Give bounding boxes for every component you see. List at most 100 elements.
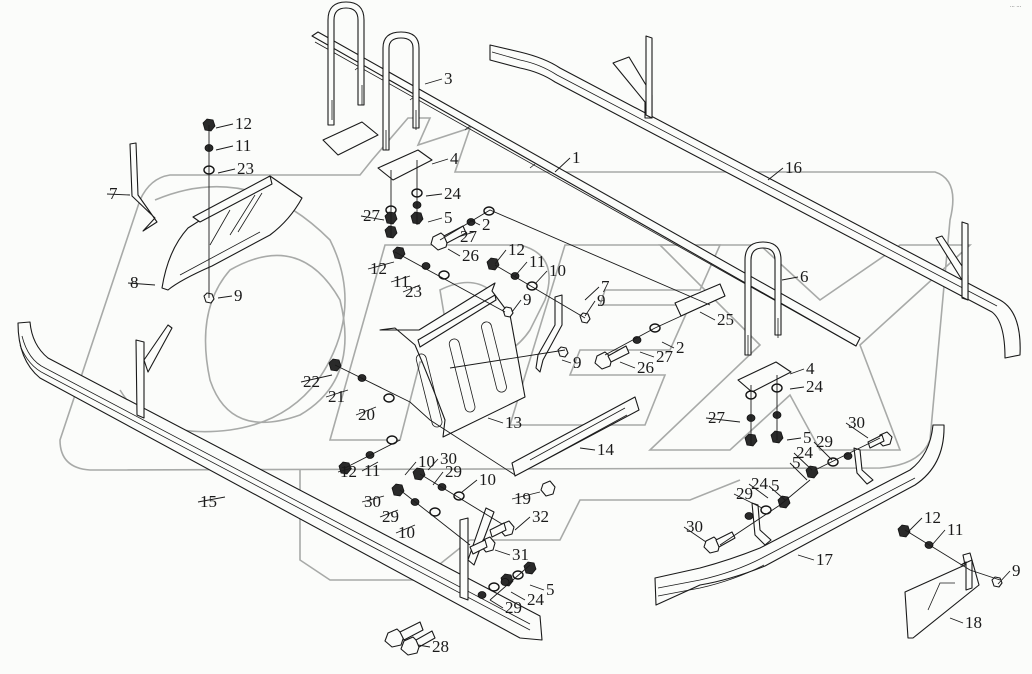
callout-number: 10 (549, 261, 566, 280)
part-bracket-plate-18 (904, 552, 980, 639)
bolt-19 (540, 480, 556, 497)
nut-icon (897, 524, 911, 538)
callout-number: 30 (848, 413, 865, 432)
callout-number: 24 (806, 377, 824, 396)
leader-line (845, 422, 869, 439)
leader-line (431, 158, 449, 165)
leader-line (781, 276, 799, 281)
callout-number: 29 (445, 462, 462, 481)
callout-number: 24 (796, 443, 814, 462)
washer-icon (438, 270, 450, 280)
leader-line (217, 168, 236, 174)
leader-line (661, 341, 675, 349)
callout-number: 25 (717, 310, 734, 329)
callout-number: 4 (450, 149, 459, 168)
callout-mud-flap: 13 (487, 413, 522, 432)
callout-number: 11 (529, 252, 545, 271)
callout-number: 9 (523, 290, 532, 309)
callout-washer: 24 (425, 184, 462, 203)
callout-number: 13 (505, 413, 522, 432)
callout-number: 10 (479, 470, 496, 489)
bolt-30-left (703, 531, 736, 554)
callout-number: 26 (462, 246, 479, 265)
lock-washer-icon (477, 591, 487, 599)
callout-washer: 23 (402, 282, 422, 301)
leader-line (402, 284, 421, 293)
callout-bolt: 26 (447, 246, 479, 265)
callout-nut: 22 (300, 372, 333, 391)
lock-washer-icon (500, 578, 510, 586)
washer-icon (383, 393, 395, 403)
leader-line (997, 570, 1011, 585)
callout-lock-washer: 11 (390, 272, 411, 291)
callout-bolt: 9 (217, 286, 243, 305)
callout-number: 14 (597, 440, 615, 459)
leader-line (789, 462, 808, 481)
callout-number: 18 (965, 613, 982, 632)
callout-bolt: 32 (514, 507, 549, 531)
callout-number: 5 (771, 476, 780, 495)
leader-line (705, 417, 741, 423)
leader-line (514, 261, 528, 277)
callout-number: 15 (200, 492, 217, 511)
assembly-lines (208, 125, 1001, 601)
leader-line (907, 517, 923, 533)
leader-line (355, 406, 377, 416)
callout-number: 11 (393, 272, 409, 291)
callout-number: 27 (708, 408, 726, 427)
leader-line (639, 351, 655, 358)
callout-number: 11 (235, 136, 251, 155)
callout-bracket-plate: 18 (949, 613, 982, 632)
leader-line (337, 467, 353, 473)
callout-number: 5 (803, 428, 812, 447)
callout-fender-left: 8 (127, 273, 156, 292)
callout-number: 28 (432, 637, 449, 656)
callout-number: 23 (237, 159, 254, 178)
callout-number: 9 (573, 353, 582, 372)
callout-washer: 10 (534, 261, 566, 285)
callout-u-bolt: 6 (781, 267, 809, 286)
callout-bolt: 30 (361, 492, 385, 511)
callout-lock-washer: 29 (432, 462, 462, 486)
callout-nut: 12 (367, 259, 395, 278)
leader-line (215, 123, 234, 129)
leader-line (404, 461, 417, 476)
callout-number: 20 (358, 405, 375, 424)
callout-washer: 24 (510, 590, 545, 609)
callout-number: 12 (370, 259, 387, 278)
callout-nut: 5 (427, 208, 453, 227)
leader-line (447, 248, 461, 257)
leader-line (797, 554, 815, 561)
callout-washer: 2 (469, 215, 491, 234)
bolt-26-mid (594, 345, 630, 370)
leader-line (789, 386, 805, 390)
callout-number: 19 (514, 489, 531, 508)
callout-washer: 24 (793, 443, 814, 471)
callout-number: 10 (398, 523, 415, 542)
leader-line (511, 491, 541, 500)
callout-number: 30 (440, 449, 457, 468)
leader-line (106, 193, 131, 196)
callout-number: 24 (444, 184, 462, 203)
leader-line (733, 493, 763, 509)
callout-bolt: 31 (494, 545, 529, 564)
leader-line (767, 167, 784, 181)
leader-line (510, 591, 526, 601)
bolt-head-icon (502, 306, 514, 318)
leader-line (813, 441, 833, 461)
callout-washer: 10 (461, 470, 496, 493)
bolt-28a (384, 621, 424, 648)
leader-line (215, 145, 234, 151)
leader-line (379, 509, 399, 518)
leader-line (300, 374, 333, 383)
callout-bolt: 28 (417, 637, 449, 656)
leader-line (461, 479, 478, 493)
callout-number: 7 (109, 184, 118, 203)
callout-number: 27 (363, 206, 381, 225)
callout-number: 5 (546, 580, 555, 599)
leader-line (489, 599, 504, 609)
callout-side-step-left: 15 (197, 492, 226, 511)
